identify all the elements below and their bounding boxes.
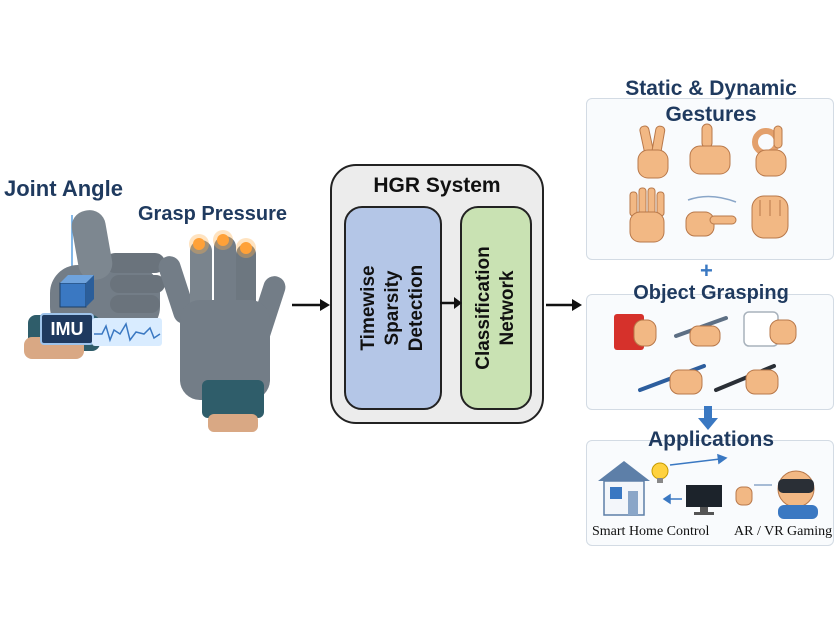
grasping-icons	[614, 311, 797, 395]
gestures-title: Static & Dynamic Gestures	[586, 76, 836, 128]
block2-line1: Classification	[473, 246, 494, 370]
sparsity-detection-block: Timewise Sparsity Detection	[344, 206, 442, 410]
block1-line3: Detection	[406, 264, 427, 352]
hgr-system-title: HGR System	[373, 174, 501, 197]
imu-signal-wave	[92, 318, 162, 346]
white-mug-icon	[743, 311, 797, 347]
pointing-hand-icon	[685, 195, 737, 237]
gesture-icons	[629, 123, 789, 243]
arrow-internal	[440, 297, 462, 309]
imu-label: IMU	[50, 319, 84, 339]
grasp-pressure-label: Grasp Pressure	[138, 203, 287, 225]
monitor-icon	[686, 485, 722, 515]
classification-network-block: Classification Network	[460, 206, 532, 410]
gestures-title-line2: Gestures	[665, 103, 757, 126]
imu-badge: IMU	[40, 313, 94, 345]
application-icons	[598, 453, 818, 519]
hgr-system-box: HGR System Timewise Sparsity Detection C…	[330, 164, 544, 424]
smart-home-icon	[598, 461, 650, 516]
block1-line2: Sparsity	[382, 270, 403, 346]
app1-label: Smart Home Control	[592, 524, 710, 539]
writing-marker-icon	[714, 364, 779, 395]
arrow-input	[292, 299, 330, 311]
block1-line1: Timewise	[358, 265, 379, 351]
fist-icon	[751, 195, 789, 239]
writing-pen-icon	[638, 364, 706, 395]
ok-sign-icon	[752, 125, 787, 177]
grasping-panel	[586, 294, 834, 410]
thumbs-up-icon	[689, 123, 731, 175]
down-arrow-icon	[698, 406, 718, 430]
arrow-output	[546, 299, 582, 311]
app2-label: AR / VR Gaming	[734, 524, 833, 539]
applications-title: Applications	[647, 428, 774, 451]
gestures-title-line1: Static & Dynamic	[625, 77, 797, 100]
light-bulb-icon	[651, 462, 669, 483]
block2-line2: Network	[497, 270, 518, 346]
grasping-title: Object Grasping	[633, 282, 789, 304]
open-palm-icon	[629, 187, 665, 243]
joint-angle-label: Joint Angle	[4, 176, 123, 201]
open-hand-glove-image	[158, 230, 286, 432]
pen-grip-icon	[674, 316, 728, 347]
blue-arrows-icon	[662, 453, 728, 505]
vr-headset-icon	[735, 470, 818, 519]
plus-symbol: +	[700, 258, 713, 283]
peace-sign-icon	[637, 125, 669, 179]
red-cup-icon	[614, 314, 657, 350]
